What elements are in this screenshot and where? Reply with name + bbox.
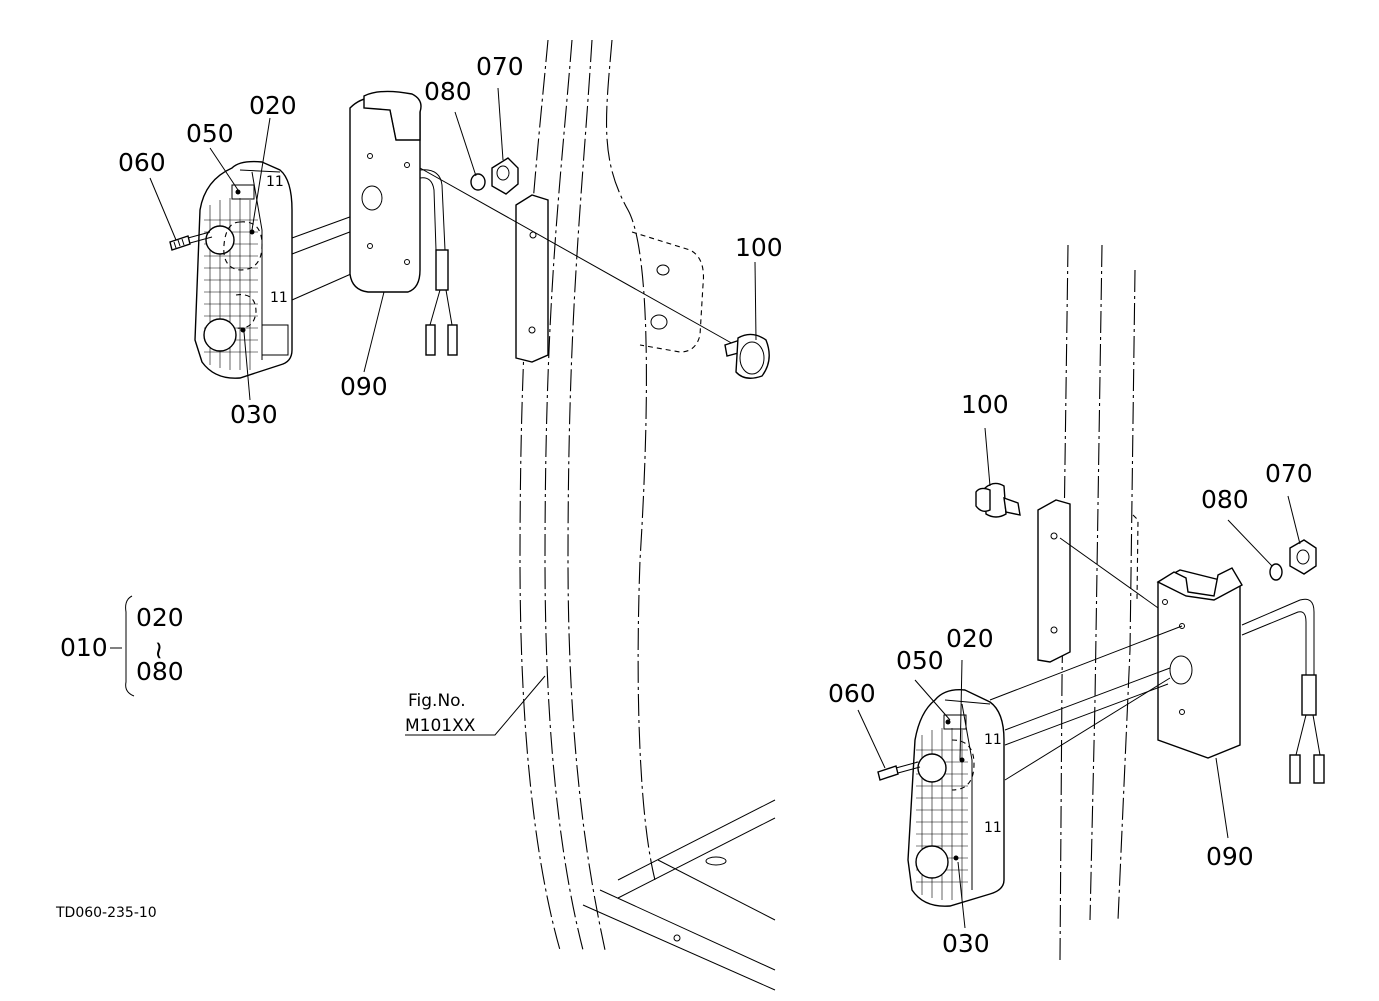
drawing-code: TD060-235-10 [55,905,157,921]
left-plate [515,194,549,363]
assembly-range-tilde: ~ [145,640,174,661]
fig-ref-line2: M101XX [405,716,476,736]
label-100-right: 100 [961,390,1009,419]
label-030-left: 030 [230,400,278,429]
left-flange-bolt [724,333,770,379]
left-assembly: 11 11 [169,90,770,379]
svg-text:11: 11 [984,732,1002,748]
label-060-right: 060 [828,679,876,708]
label-060-left: 060 [118,148,166,177]
left-wire-harness [419,169,458,356]
label-050-right: 050 [896,646,944,675]
left-screw [169,231,213,251]
label-080-left: 080 [424,77,472,106]
left-nut [491,157,519,195]
right-flange-bolt [975,482,1021,518]
leader-lines [149,87,1301,929]
fig-ref-line1: Fig.No. [408,691,466,711]
right-bracket [1156,567,1243,759]
right-lamp-housing: 11 11 [907,689,1005,907]
part-labels-left: 020 050 060 030 090 080 070 100 [118,52,783,429]
label-080-right: 080 [1201,485,1249,514]
left-bracket [349,90,422,293]
figure-reference: Fig.No. M101XX [405,691,476,736]
svg-text:11: 11 [984,820,1002,836]
label-020-right: 020 [946,624,994,653]
assembly-to-label: 080 [136,657,184,686]
label-100-left: 100 [735,233,783,262]
svg-text:11: 11 [270,290,288,306]
right-screw [877,761,921,781]
assembly-group-note: 010 020 ~ 080 [60,595,184,697]
assembly-from-label: 020 [136,603,184,632]
left-lamp-housing: 11 11 [194,160,293,379]
right-wire-harness [1241,598,1325,784]
part-labels-right: 100 080 070 020 050 060 090 030 [828,390,1313,958]
right-nut [1289,539,1317,575]
label-020-left: 020 [249,91,297,120]
cab-frame [519,39,1139,991]
right-assembly: 11 11 [877,482,1325,907]
label-090-left: 090 [340,372,388,401]
assembly-parent-label: 010 [60,633,108,662]
label-050-left: 050 [186,119,234,148]
label-030-right: 030 [942,929,990,958]
label-090-right: 090 [1206,842,1254,871]
label-070-left: 070 [476,52,524,81]
right-lock-washer [1269,563,1283,581]
right-plate [1037,499,1071,663]
label-070-right: 070 [1265,459,1313,488]
left-lock-washer [470,173,486,191]
svg-text:11: 11 [266,174,284,190]
